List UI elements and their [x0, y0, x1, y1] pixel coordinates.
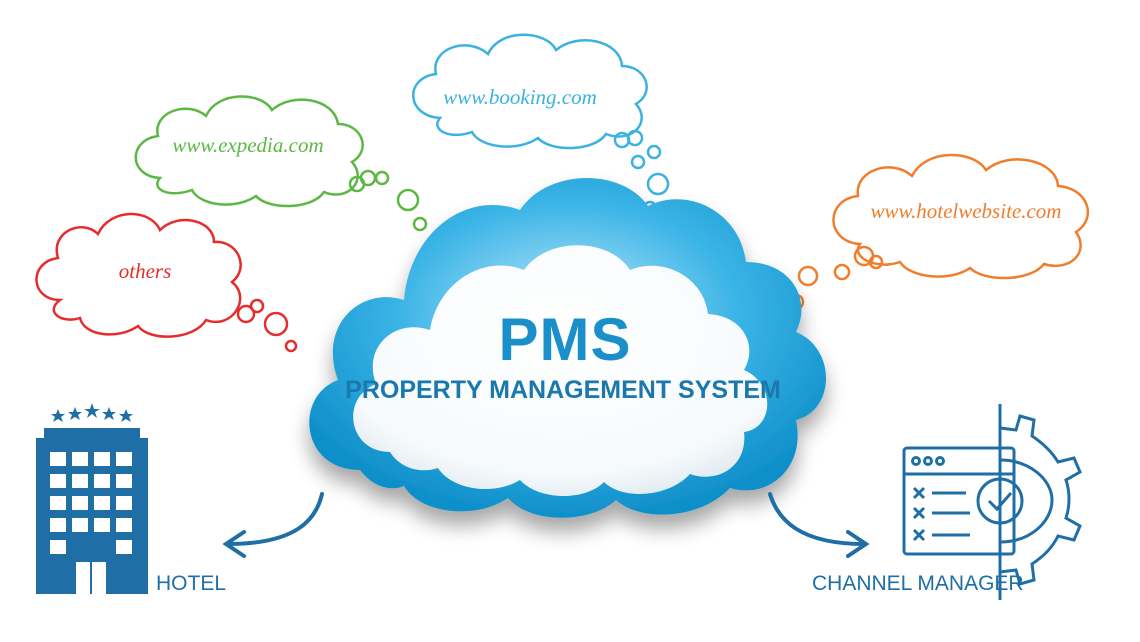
bubble-expedia-label: www.expedia.com [172, 133, 323, 157]
bubble-others-label: others [119, 259, 172, 283]
hotel-stars-icon [51, 403, 133, 422]
bubble-hotelwebsite [787, 153, 1090, 311]
bubble-others [35, 212, 298, 353]
channel-manager-icon [902, 404, 1082, 600]
bubble-booking-label: www.booking.com [443, 85, 597, 109]
hotel-label: HOTEL [156, 572, 226, 595]
hotel-icon [36, 403, 148, 594]
bubble-hotelwebsite-label: www.hotelwebsite.com [871, 199, 1062, 223]
channel-manager-label: CHANNEL MANAGER [812, 572, 1024, 595]
pms-subtitle: PROPERTY MANAGEMENT SYSTEM [345, 376, 781, 404]
pms-cloud [309, 177, 826, 518]
pms-title: PMS [498, 306, 631, 373]
arrow-to-channel-manager [768, 492, 870, 558]
bubble-expedia [134, 95, 428, 232]
arrow-to-hotel [222, 492, 324, 558]
bubble-booking [412, 33, 670, 216]
